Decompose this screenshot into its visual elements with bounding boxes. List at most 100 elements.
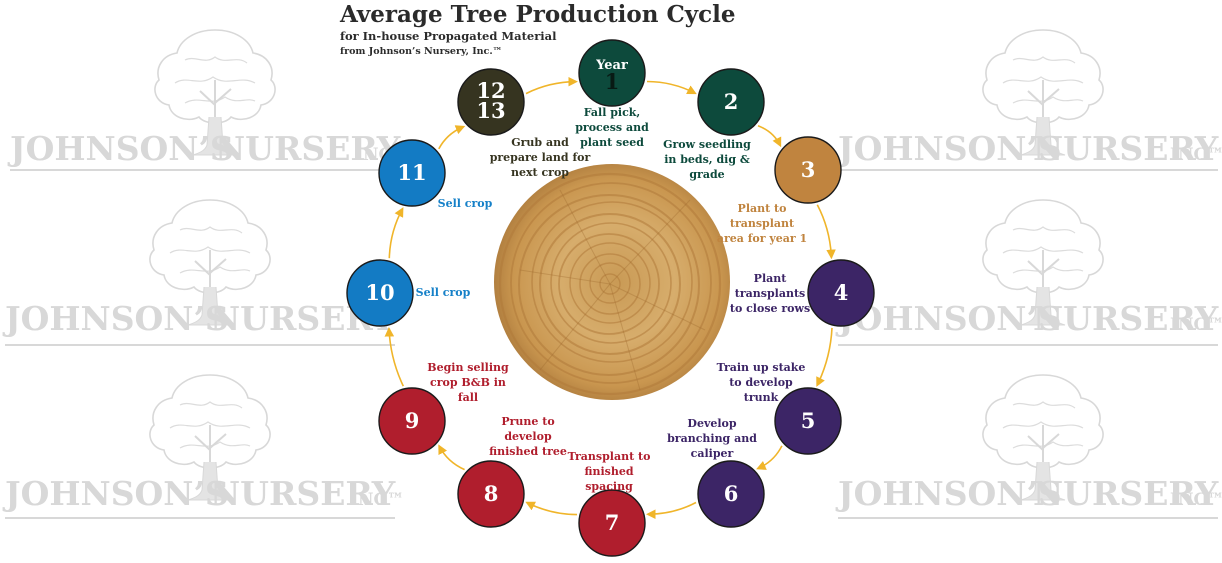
watermark-name-left: JOHNSON’S <box>2 299 229 338</box>
step-label-line: caliper <box>691 447 734 460</box>
step-label-line: transplant <box>730 217 795 230</box>
cycle-arrow <box>646 80 697 95</box>
step-circle <box>697 460 765 528</box>
watermark-left-bottom: JOHNSON’S NURSERY INC™ <box>2 374 404 519</box>
step-node-9: 9 <box>378 387 446 455</box>
step-label-line: Sell crop <box>438 197 493 210</box>
step-circle <box>774 387 842 455</box>
step-number: 11 <box>397 160 426 185</box>
watermark-right-middle: JOHNSON’S NURSERY INC™ <box>835 199 1222 346</box>
step-label-line: Fall pick, <box>584 106 641 119</box>
cycle-arrow <box>525 501 578 516</box>
step-label-5: Train up stake to develop trunk <box>717 361 806 404</box>
step-number: 8 <box>484 481 499 506</box>
step-label-line: Train up stake <box>717 361 806 374</box>
step-node-10: 10 <box>346 259 414 327</box>
step-number: 9 <box>405 408 420 433</box>
step-label-line: in beds, dig & <box>664 153 750 166</box>
step-circle <box>697 68 765 136</box>
step-circle <box>578 39 646 107</box>
step-number: 6 <box>724 481 739 506</box>
step-label-2: Grow seedling in beds, dig & grade <box>663 138 751 181</box>
step-label-line: Grub and <box>511 136 569 149</box>
step-circle <box>457 68 525 136</box>
page-subtitle-source: from Johnson’s Nursery, Inc.™ <box>340 46 502 57</box>
step-label-line: transplants <box>735 287 805 300</box>
step-label-line: fall <box>458 391 478 404</box>
step-number: 13 <box>476 98 505 123</box>
step-label-line: prepare land for <box>490 151 591 164</box>
step-label-line: next crop <box>511 166 569 179</box>
watermark-name-left: JOHNSON’S <box>835 299 1062 338</box>
step-label-line: finished tree <box>489 445 567 458</box>
step-circle <box>457 460 525 528</box>
step-year-label: Year <box>595 58 628 73</box>
step-label-line: process and <box>575 121 649 134</box>
step-node-3: 3 <box>774 136 842 204</box>
watermark-name-left: JOHNSON’S <box>2 474 229 513</box>
cycle-arrow <box>384 326 405 387</box>
watermark-name-right: NURSERY <box>1033 299 1219 338</box>
watermark-name-left: JOHNSON’S <box>835 474 1062 513</box>
step-label-line: grade <box>689 168 724 181</box>
step-label-line: Plant <box>754 272 788 285</box>
step-number: 12 <box>476 78 505 103</box>
watermark-suffix: INC™ <box>1170 315 1222 335</box>
page-subtitle: for In-house Propagated Material <box>340 29 557 43</box>
watermark-name-right: NURSERY <box>1033 129 1219 168</box>
step-circle <box>807 259 875 327</box>
watermark-right-bottom: JOHNSON’S NURSERY INC™ <box>835 374 1222 519</box>
step-label-3: Plant to transplant area for year 1 <box>717 202 807 245</box>
tree-ring-image <box>494 164 730 400</box>
step-label-12-13: Grub and prepare land for next crop <box>490 136 591 179</box>
step-number: 7 <box>605 510 620 535</box>
step-number: 5 <box>801 408 816 433</box>
step-label-line: branching and <box>667 432 757 445</box>
cycle-arrow <box>438 444 465 471</box>
step-circle <box>346 259 414 327</box>
step-node-4: 4 <box>807 259 875 327</box>
step-number: 2 <box>724 89 739 114</box>
step-label-11: Sell crop <box>438 197 493 210</box>
watermark-name-right: NURSERY <box>210 474 396 513</box>
cycle-arrow <box>816 204 836 260</box>
step-label-line: Develop <box>687 417 736 430</box>
step-label-line: trunk <box>744 391 779 404</box>
step-number: 1 <box>605 69 620 94</box>
watermark-name-left: JOHNSON’S <box>835 129 1062 168</box>
step-node-5: 5 <box>774 387 842 455</box>
step-label-line: area for year 1 <box>717 232 807 245</box>
cycle-arrows <box>384 76 836 519</box>
step-label-line: finished <box>584 465 633 478</box>
step-label-line: develop <box>504 430 552 443</box>
step-circle <box>578 489 646 557</box>
step-node-2: 2 <box>697 68 765 136</box>
cycle-arrow <box>438 125 466 150</box>
step-label-line: plant seed <box>580 136 644 149</box>
step-number: 3 <box>801 157 816 182</box>
watermark-suffix: INC™ <box>350 490 404 510</box>
watermark-suffix: INC™ <box>1170 490 1222 510</box>
step-circle <box>774 136 842 204</box>
watermark-left-middle: JOHNSON’S NURSERY <box>2 199 396 346</box>
step-label-10: Sell crop <box>416 286 471 299</box>
watermark-name-right: NURSERY <box>1033 474 1219 513</box>
step-label-line: Plant to <box>738 202 787 215</box>
step-node-7: 7 <box>578 489 646 557</box>
step-label-line: to develop <box>729 376 793 389</box>
cycle-arrow <box>388 207 404 259</box>
step-label-line: Grow seedling <box>663 138 751 151</box>
watermark-left-top: JOHNSON’S NURSERY INC™ <box>7 29 409 171</box>
step-label-line: spacing <box>585 480 633 493</box>
step-label-line: Sell crop <box>416 286 471 299</box>
page-title: Average Tree Production Cycle <box>339 1 736 28</box>
step-label-6: Develop branching and caliper <box>667 417 757 460</box>
step-label-line: Begin selling <box>427 361 509 374</box>
step-label-line: Prune to <box>501 415 554 428</box>
cycle-arrow <box>525 76 578 95</box>
step-node-6: 6 <box>697 460 765 528</box>
step-label-8: Prune to develop finished tree <box>489 415 567 458</box>
